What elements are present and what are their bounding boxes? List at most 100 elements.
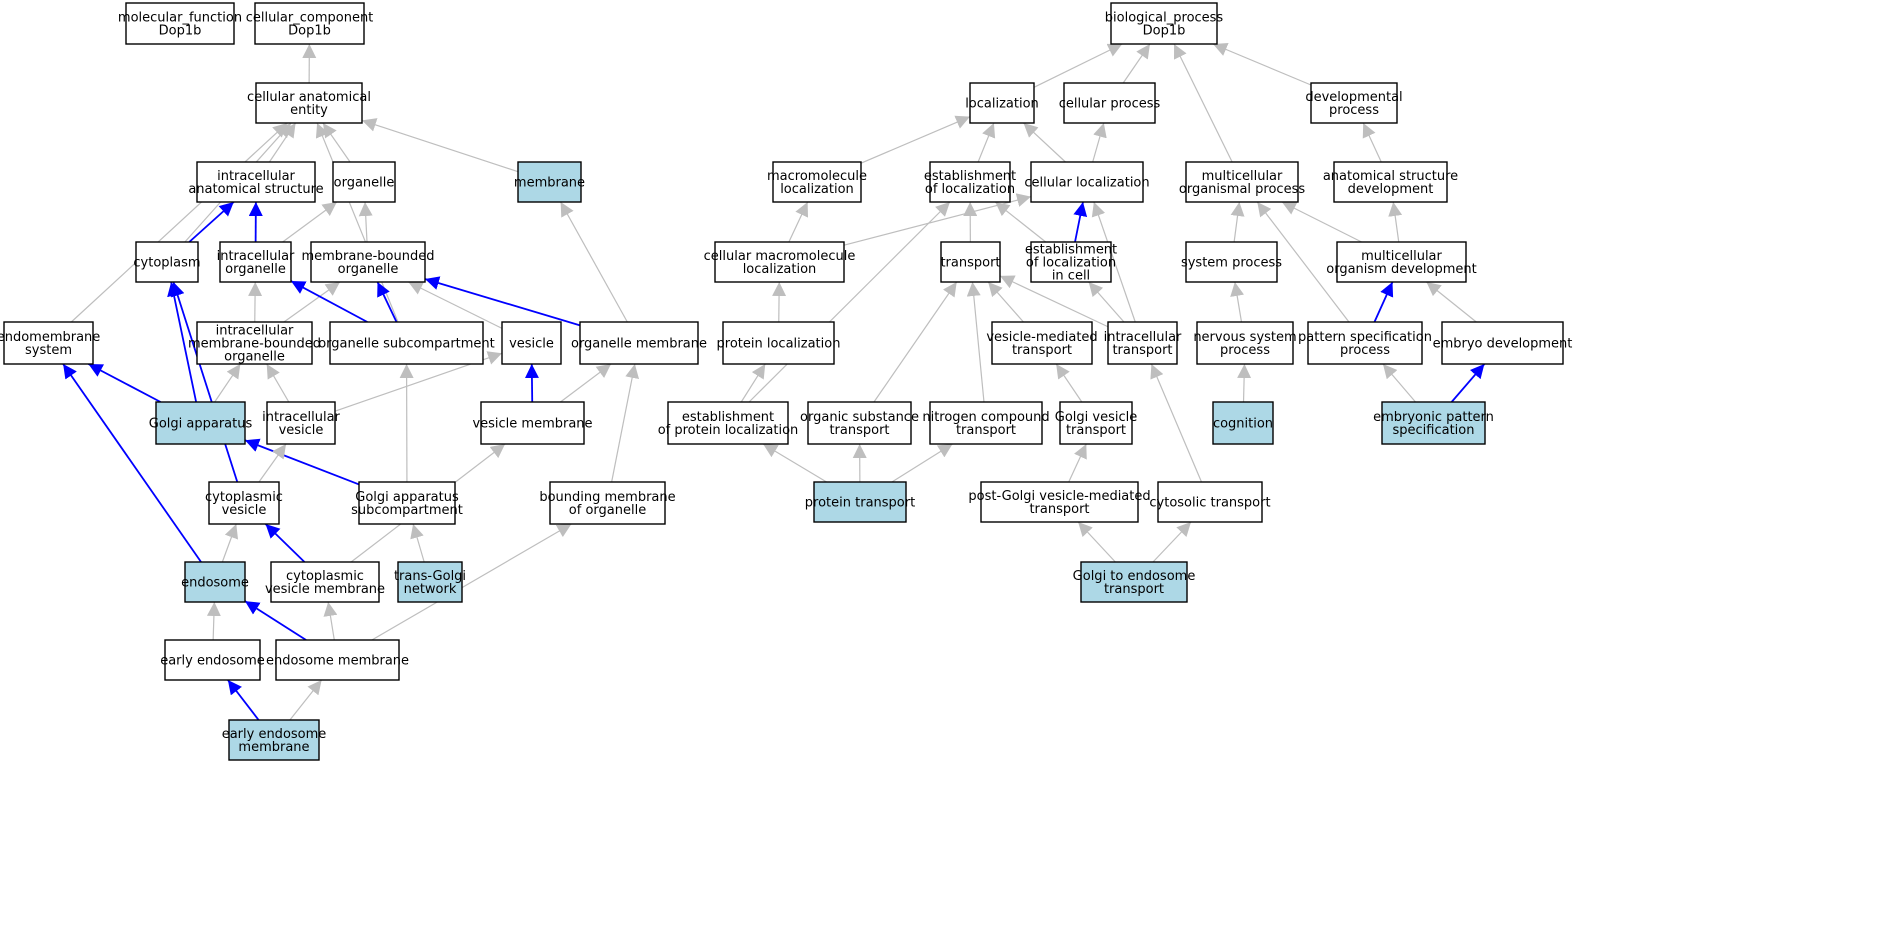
edge-cl-to-cp <box>1092 122 1107 163</box>
edge-tgn-to-gas <box>410 523 425 563</box>
node-label-line: cytoplasmic <box>286 569 364 584</box>
node-label-line: anatomical structure <box>188 182 323 197</box>
node-cytoplasm[interactable]: cytoplasm <box>133 241 201 283</box>
node-label-line: pattern specification <box>1298 330 1432 345</box>
node-label-line: trans-Golgi <box>394 569 466 584</box>
node-box <box>579 321 699 365</box>
node-cyt[interactable]: cytosolic transport <box>1149 481 1271 523</box>
edge-vmem-to-omem <box>560 363 612 403</box>
node-ee[interactable]: early endosome <box>160 639 265 681</box>
node-loc[interactable]: localization <box>965 82 1039 124</box>
node-omem[interactable]: organelle membrane <box>571 321 707 365</box>
node-box <box>549 481 666 525</box>
node-osub[interactable]: organelle subcompartment <box>318 321 495 365</box>
node-cp[interactable]: cellular process <box>1059 82 1161 124</box>
edge-osub-to-io <box>290 280 368 323</box>
node-box <box>1107 321 1178 365</box>
edge-cv-to-iv <box>258 443 287 483</box>
node-label-line: localization <box>965 97 1039 112</box>
node-golgi[interactable]: Golgi apparatus <box>149 401 253 445</box>
node-box <box>1030 161 1144 203</box>
node-label-line: vesicle <box>222 503 267 518</box>
node-box <box>266 401 336 445</box>
node-box <box>125 2 235 45</box>
node-box <box>219 241 292 283</box>
node-pt[interactable]: protein transport <box>805 481 915 523</box>
node-box <box>1441 321 1564 365</box>
node-label-line: cellular macromolecule <box>704 249 856 264</box>
edge-pt-to-epl <box>762 443 827 483</box>
node-box <box>480 401 585 445</box>
edge-nct-to-transport <box>966 281 985 403</box>
node-transport[interactable]: transport <box>940 241 1001 283</box>
node-endmem[interactable]: endosome membrane <box>266 639 409 681</box>
node-ed[interactable]: embryo development <box>1433 321 1573 365</box>
node-vesicle[interactable]: vesicle <box>501 321 562 365</box>
edge-gas-to-golgi <box>244 438 360 486</box>
node-box <box>228 719 320 761</box>
node-sysp[interactable]: system process <box>1181 241 1282 283</box>
node-pl[interactable]: protein localization <box>717 321 841 365</box>
node-vmem[interactable]: vesicle membrane <box>472 401 593 445</box>
node-box <box>270 561 380 603</box>
node-box <box>969 82 1035 124</box>
node-label-line: multicellular <box>1202 169 1283 184</box>
node-label-line: organelle <box>224 350 285 365</box>
node-box <box>196 321 313 365</box>
edge-asd-to-dp <box>1362 122 1382 163</box>
node-label-line: organelle subcompartment <box>318 337 495 352</box>
edge-cytoplasm-to-ias <box>188 201 235 243</box>
node-label-line: cellular process <box>1059 97 1161 112</box>
node-box <box>501 321 562 365</box>
node-label-line: cytoplasmic <box>205 490 283 505</box>
node-label-line: biological_process <box>1105 11 1224 26</box>
node-membrane[interactable]: membrane <box>514 161 585 203</box>
edge-epl-to-eol <box>748 201 951 403</box>
node-endosome[interactable]: endosome <box>181 561 249 603</box>
node-label-line: entity <box>290 103 328 118</box>
node-label-line: multicellular <box>1361 249 1442 264</box>
edge-layer <box>62 42 1486 721</box>
node-organelle[interactable]: organelle <box>332 161 396 203</box>
node-cog[interactable]: cognition <box>1212 401 1274 445</box>
node-label-line: embryonic pattern <box>1373 410 1494 425</box>
node-label-line: Dop1b <box>159 24 202 39</box>
node-label-line: establishment <box>682 410 774 425</box>
node-cl[interactable]: cellular localization <box>1024 161 1150 203</box>
